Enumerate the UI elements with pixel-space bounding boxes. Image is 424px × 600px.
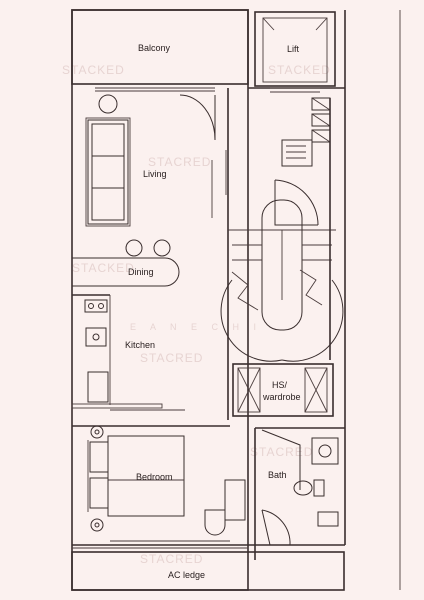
kitchen: Kitchen [71,294,185,411]
watermark: STACRED [148,155,211,169]
room-label-balcony: Balcony [138,43,171,53]
bath: Bath [254,427,345,560]
dining: Dining [72,239,180,287]
watermark: STACKED [72,261,135,275]
watermark: STACRED [250,445,313,459]
room-label-dining: Dining [128,267,154,277]
watermark: STACRED [140,552,203,566]
room-label-bedroom: Bedroom [136,472,173,482]
hs-wardrobe: HS/ wardrobe [232,363,334,417]
balcony: Balcony [71,9,249,92]
room-label-kitchen: Kitchen [125,340,155,350]
lift: Lift [254,11,336,93]
watermark: STACKED [62,63,125,77]
room-label-bath: Bath [268,470,287,480]
room-label-living: Living [143,169,167,179]
bedroom: Bedroom [72,425,246,542]
watermarks: STACKED STACKED STACRED STACKED STACRED … [62,63,331,566]
ac-ledge: AC ledge [71,551,345,591]
room-label-ac-ledge: AC ledge [168,570,205,580]
watermark: STACRED [140,351,203,365]
room-label-wardrobe: wardrobe [262,392,301,402]
watermark: STACKED [268,63,331,77]
room-label-lift: Lift [287,44,300,54]
stair-core [220,88,344,420]
living: Living [85,94,227,227]
room-label-hs: HS/ [272,380,288,390]
faint-watermark: E A N E C H I [130,322,262,332]
